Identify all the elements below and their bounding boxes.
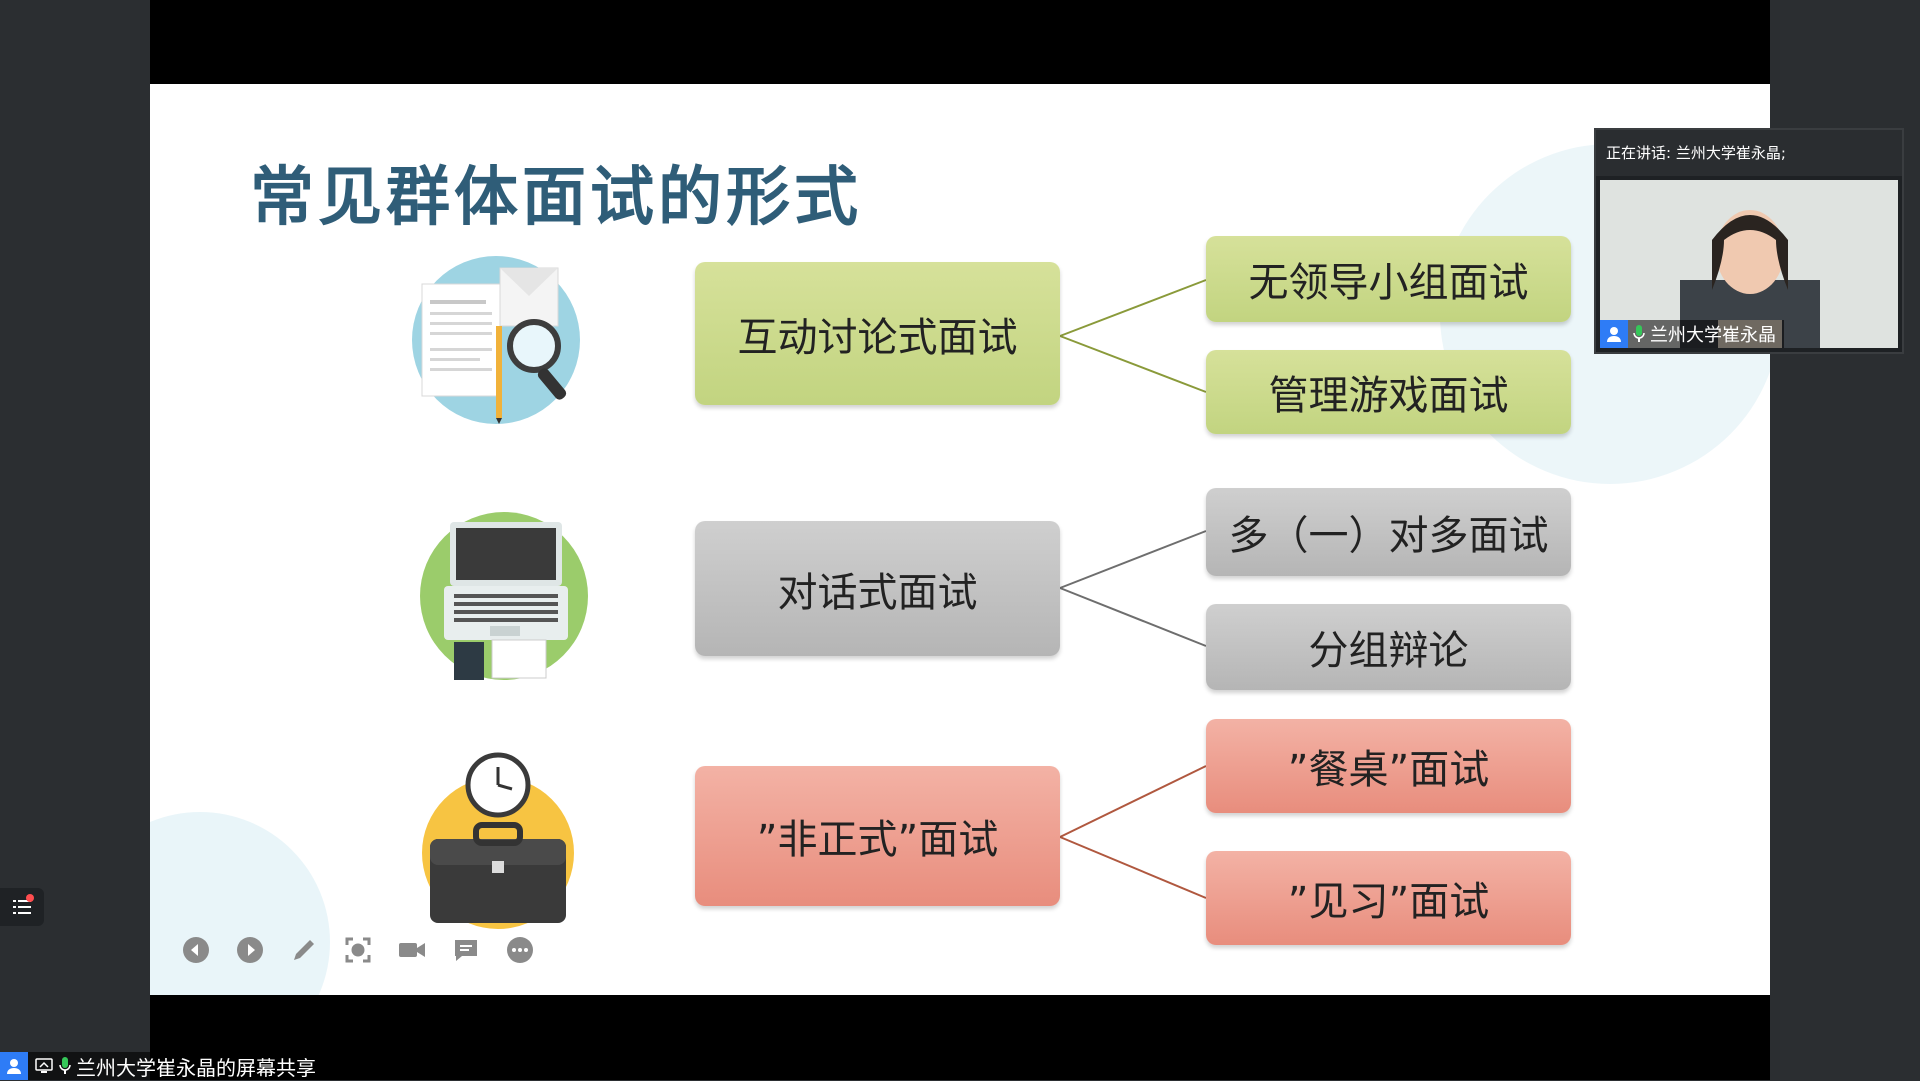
sub-box-label: 多（一）对多面试 bbox=[1228, 513, 1549, 559]
screen-share-owner: 兰州大学崔永晶的屏幕共享 bbox=[76, 1055, 316, 1080]
briefcase-clock-icon bbox=[422, 751, 574, 929]
participant-list-button[interactable] bbox=[0, 888, 44, 926]
main-box-label: ”非正式”面试 bbox=[756, 817, 999, 863]
letterbox-top bbox=[150, 0, 1770, 84]
sub-box-label: ”餐桌”面试 bbox=[1287, 747, 1490, 793]
slide-title: 常见群体面试的形式 bbox=[250, 161, 862, 235]
speaking-indicator: 正在讲话: 兰州大学崔永晶; bbox=[1596, 130, 1902, 176]
sub-box: ”见习”面试 bbox=[1206, 851, 1571, 945]
screen-share-icon bbox=[34, 1056, 54, 1076]
sub-box-label: 管理游戏面试 bbox=[1268, 373, 1509, 419]
sub-box: 分组辩论 bbox=[1206, 604, 1571, 690]
comment-icon[interactable] bbox=[450, 934, 482, 966]
laptop-calculator-icon bbox=[420, 512, 588, 680]
screenshot-icon[interactable] bbox=[342, 934, 374, 966]
slide-toolbar bbox=[180, 934, 536, 966]
speaker-video-tile[interactable]: 正在讲话: 兰州大学崔永晶; 兰州大学崔永晶 bbox=[1594, 128, 1904, 354]
main-box-interactive: 互动讨论式面试 bbox=[695, 262, 1060, 405]
notification-dot bbox=[26, 894, 34, 902]
sub-box: 管理游戏面试 bbox=[1206, 350, 1571, 434]
camera-icon[interactable] bbox=[396, 934, 428, 966]
pen-icon[interactable] bbox=[288, 934, 320, 966]
sub-box: 无领导小组面试 bbox=[1206, 236, 1571, 322]
main-box-informal: ”非正式”面试 bbox=[695, 766, 1060, 906]
documents-magnifier-icon bbox=[412, 256, 580, 424]
shared-slide: 常见群体面试的形式 bbox=[150, 84, 1770, 995]
avatar-icon bbox=[1600, 320, 1628, 348]
list-icon bbox=[13, 900, 31, 914]
next-icon[interactable] bbox=[234, 934, 266, 966]
microphone-icon bbox=[58, 1056, 72, 1076]
sub-box-label: 无领导小组面试 bbox=[1248, 260, 1529, 306]
participant-name-tag: 兰州大学崔永晶 bbox=[1600, 320, 1784, 348]
main-box-dialog: 对话式面试 bbox=[695, 521, 1060, 656]
sub-box-label: 分组辩论 bbox=[1308, 628, 1469, 674]
sub-box: ”餐桌”面试 bbox=[1206, 719, 1571, 813]
screen-share-label: 兰州大学崔永晶的屏幕共享 bbox=[0, 1052, 326, 1080]
main-box-label: 对话式面试 bbox=[777, 569, 978, 616]
microphone-icon bbox=[1632, 324, 1646, 344]
avatar-icon bbox=[0, 1052, 28, 1080]
more-icon[interactable] bbox=[504, 934, 536, 966]
participant-name: 兰州大学崔永晶 bbox=[1650, 325, 1776, 346]
sub-box-label: ”见习”面试 bbox=[1287, 879, 1490, 925]
main-box-label: 互动讨论式面试 bbox=[737, 314, 1018, 361]
previous-icon[interactable] bbox=[180, 934, 212, 966]
connector-lines bbox=[1059, 279, 1207, 899]
sub-box: 多（一）对多面试 bbox=[1206, 488, 1571, 576]
letterbox-bottom bbox=[150, 995, 1770, 1080]
